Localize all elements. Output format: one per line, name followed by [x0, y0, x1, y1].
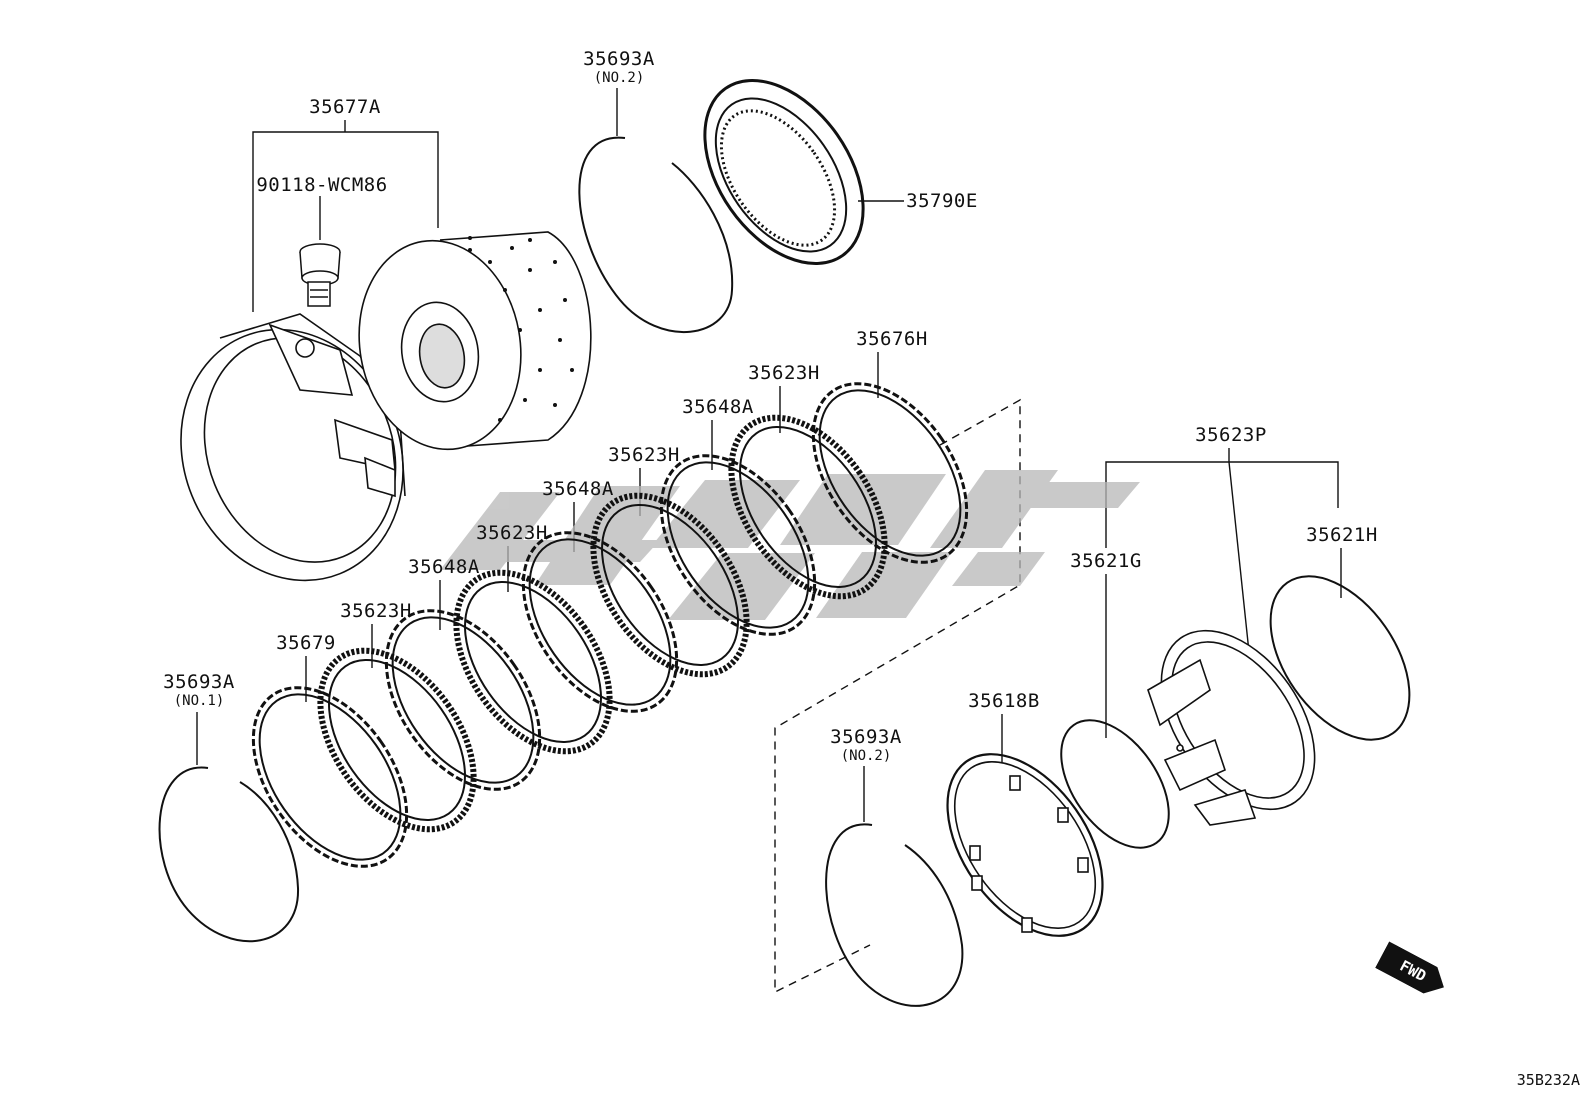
- callout-35621G: 35621G: [1070, 550, 1142, 572]
- callout-35623H-3: 35623H: [476, 522, 548, 544]
- callout-35648A-1: 35648A: [682, 396, 754, 418]
- callout-35621H: 35621H: [1306, 524, 1378, 546]
- callout-35693A-left: 35693A: [163, 671, 235, 693]
- callout-35693A-top-note: (NO.2): [593, 70, 645, 86]
- callout-35648A-2: 35648A: [542, 478, 614, 500]
- part-35693A-top-ring: [578, 136, 734, 333]
- callout-35623P: 35623P: [1195, 424, 1267, 446]
- part-35677A-drum-right: [358, 231, 592, 451]
- callout-35693A-top: 35693A: [583, 48, 655, 70]
- part-35623P-piston: [1147, 629, 1316, 826]
- callout-35623H-2: 35623H: [608, 444, 680, 466]
- callout-35623H-1: 35623H: [748, 362, 820, 384]
- part-35693A-bottom-ring: [825, 823, 964, 1007]
- callout-35790E: 35790E: [906, 190, 978, 212]
- dashed-group-boundary: [774, 398, 1021, 994]
- callout-35623H-4: 35623H: [340, 600, 412, 622]
- callout-35676H: 35676H: [856, 328, 928, 350]
- diagram-reference-code: 35B232A: [1516, 1071, 1580, 1089]
- rings: [158, 79, 1411, 1007]
- callout-35679: 35679: [276, 632, 336, 654]
- callout-35648A-3: 35648A: [408, 556, 480, 578]
- callout-35618B: 35618B: [968, 690, 1040, 712]
- callout-35677A: 35677A: [309, 96, 381, 118]
- callout-90118-WCM86: 90118-WCM86: [256, 174, 388, 196]
- part-35618B-spring-retainer: [946, 753, 1104, 937]
- callout-35693A-bottom-note: (NO.2): [840, 748, 892, 764]
- leader-35623P: [1105, 461, 1339, 548]
- part-90118-bolt: [299, 243, 341, 307]
- watermark: [440, 470, 1140, 620]
- part-35693A-left-ring: [158, 766, 300, 943]
- callout-35693A-left-note: (NO.1): [173, 693, 225, 709]
- callout-35693A-bottom: 35693A: [830, 726, 902, 748]
